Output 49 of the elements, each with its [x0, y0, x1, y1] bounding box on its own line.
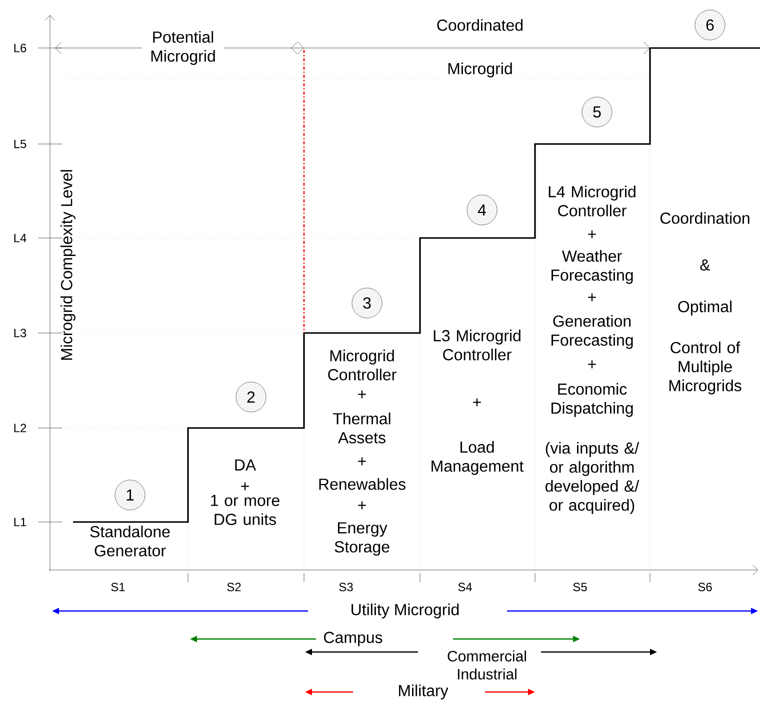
stage-description: +: [588, 230, 596, 238]
stage-description: DA: [235, 460, 256, 470]
stage-tick-label: S4: [458, 582, 472, 592]
level-tick-label: L4: [14, 234, 26, 242]
range-label: Coordinated: [435, 18, 525, 32]
step-number: 5: [582, 96, 612, 128]
stage-description: Optimal: [678, 300, 732, 316]
stage-description: +: [358, 457, 366, 466]
stage-description: Generation Forecasting: [552, 315, 633, 349]
stage-description: &: [700, 259, 710, 271]
step-number: 6: [694, 10, 726, 40]
range-label: Commercial Industrial: [448, 650, 526, 680]
stage-tick-label: S5: [573, 582, 587, 592]
stage-description: Microgrid Controller: [328, 350, 396, 380]
step-number: 3: [352, 288, 382, 318]
range-label: Military: [399, 684, 448, 700]
stage-description: +: [473, 398, 481, 406]
stage-description: +: [358, 501, 366, 510]
range-label: Campus: [324, 632, 382, 646]
stage-description: +: [241, 482, 249, 490]
stage-description: Renewables: [319, 478, 406, 490]
level-tick-label: L1: [14, 518, 26, 526]
stage-tick-label: S2: [227, 582, 241, 592]
stage-description: Coordination: [660, 212, 750, 224]
stage-description: Economic Dispatching: [552, 383, 633, 417]
range-label: Potential Microgrid: [142, 30, 224, 66]
level-tick-label: L3: [14, 328, 26, 338]
stage-description: Energy Storage: [334, 522, 390, 556]
level-tick-label: L6: [14, 44, 26, 52]
level-tick-label: L5: [14, 140, 26, 148]
stage-description: Control of Multiple Microgrids: [669, 342, 742, 394]
stage-description: 1 or more DG units: [211, 494, 280, 526]
stage-tick-label: S6: [698, 582, 712, 592]
stage-description: L4 Microgrid Controller: [548, 186, 636, 216]
stage-description: +: [588, 360, 596, 368]
range-label: Utility Microgrid: [352, 604, 459, 618]
stage-description: +: [588, 293, 596, 302]
level-tick-label: L2: [14, 424, 26, 432]
axis-title: Microgrid Complexity Level: [60, 170, 76, 360]
stage-description: Thermal Assets: [333, 412, 390, 444]
step-number: 1: [114, 480, 146, 510]
step-number: 4: [466, 194, 498, 226]
step-number: 2: [236, 382, 266, 412]
stage-description: Load Management: [432, 441, 524, 475]
stage-tick-label: S1: [111, 582, 125, 592]
range-label: Microgrid: [446, 62, 514, 78]
stage-description: (via inputs &/ or algorithm developed &/ or acquired): [546, 442, 640, 514]
stage-description: +: [358, 390, 366, 398]
stage-tick-label: S3: [339, 582, 353, 592]
